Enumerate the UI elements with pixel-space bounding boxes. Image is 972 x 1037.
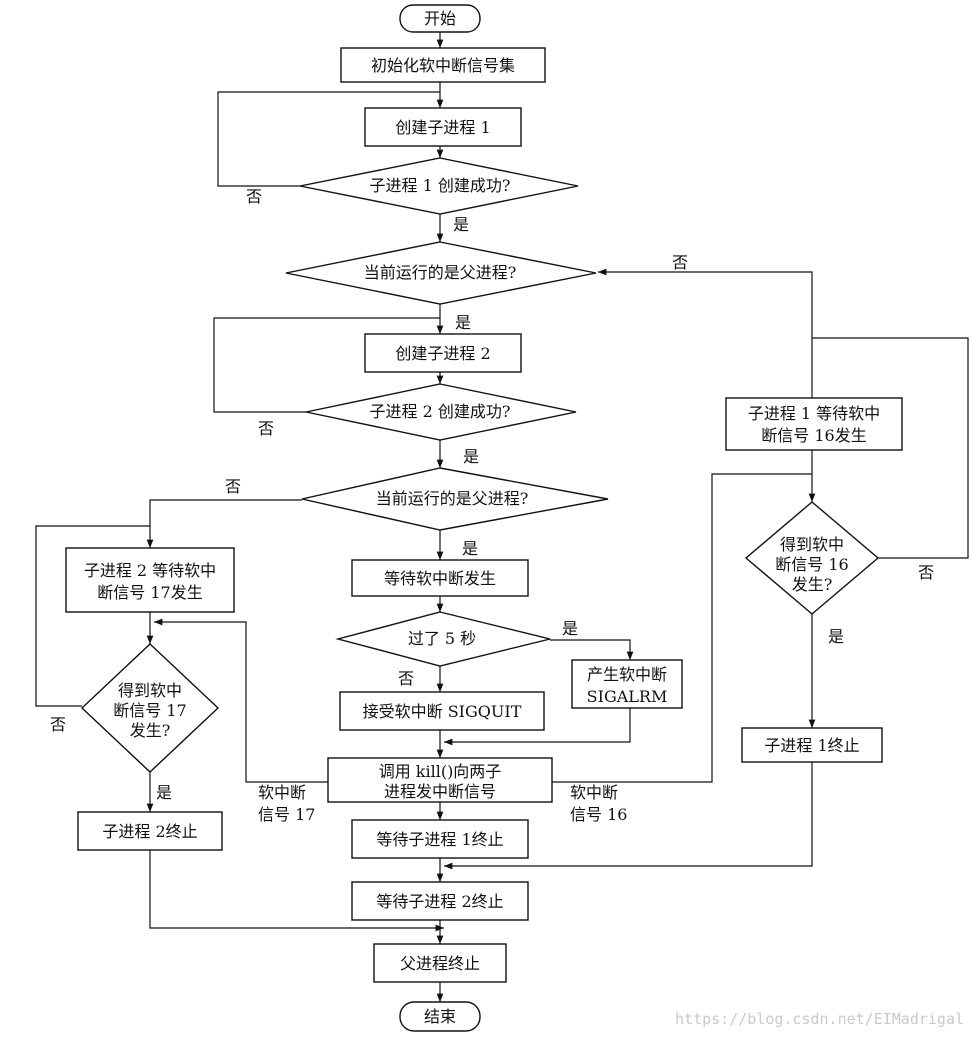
label-no-parent1: 否 — [672, 253, 688, 272]
label-yes-got16: 是 — [828, 627, 844, 646]
label-yes-5s: 是 — [562, 619, 578, 638]
init-label: 初始化软中断信号集 — [371, 56, 515, 75]
decision-is-parent-1: 当前运行的是父进程? — [285, 241, 597, 305]
connectors — [35, 32, 969, 1002]
got-sig17-line2: 断信号 17 — [113, 701, 186, 720]
edge-got16-no-loop — [812, 337, 969, 559]
node-wait-child2-end: 等待子进程 2终止 — [351, 881, 529, 921]
edge-5s-gen — [550, 639, 634, 660]
child1-wait-line2: 断信号 16发生 — [761, 426, 866, 445]
node-child1-wait-sig16: 子进程 1 等待软中 断信号 16发生 — [725, 397, 903, 451]
generate-sigalrm-line2: SIGALRM — [587, 687, 668, 706]
got-sig17-line3: 发生? — [130, 721, 171, 740]
decision-got-sig16: 得到软中 断信号 16 发生? — [744, 501, 880, 615]
node-start: 开始 — [399, 4, 481, 33]
got-sig16-line3: 发生? — [792, 575, 833, 594]
label-sig16-line1: 软中断 — [570, 783, 618, 802]
node-child2-end: 子进程 2终止 — [77, 811, 223, 851]
node-init: 初始化软中断信号集 — [340, 47, 546, 83]
got-sig16-line1: 得到软中 — [780, 535, 844, 554]
create-child2-label: 创建子进程 2 — [395, 344, 490, 363]
decision-passed-5s: 过了 5 秒 — [335, 611, 551, 667]
watermark: https://blog.csdn.net/EIMadrigal — [675, 1010, 964, 1028]
label-sig17-line2: 信号 17 — [258, 805, 315, 824]
label-yes-got17: 是 — [156, 783, 172, 802]
child2-wait-line2: 断信号 17发生 — [97, 583, 202, 602]
label-sig16-line2: 信号 16 — [570, 805, 627, 824]
edge-loop-c1-retry — [217, 91, 440, 187]
edge-c2end-merge — [149, 850, 444, 932]
label-no-parent2: 否 — [225, 477, 241, 496]
edge-sig17 — [154, 618, 328, 783]
edge-loop-c2-retry — [213, 317, 440, 413]
create-child1-label: 创建子进程 1 — [395, 118, 490, 137]
label-yes-c2: 是 — [463, 447, 479, 466]
node-generate-sigalrm: 产生软中断 SIGALRM — [571, 659, 683, 709]
node-child2-wait-sig17: 子进程 2 等待软中 断信号 17发生 — [65, 547, 235, 613]
call-kill-line1: 调用 kill()向两子 — [379, 762, 502, 781]
edge-parent2-no-left — [146, 499, 302, 548]
node-create-child2: 创建子进程 2 — [364, 333, 522, 373]
label-yes-c1: 是 — [453, 215, 469, 234]
edge-got17-no-loop — [35, 525, 150, 707]
wait-interrupt-label: 等待软中断发生 — [384, 569, 496, 588]
decision-is-parent-2: 当前运行的是父进程? — [301, 467, 609, 531]
decision-got-sig17: 得到软中 断信号 17 发生? — [80, 643, 220, 773]
label-no-5s: 否 — [398, 669, 414, 688]
edge-sig16 — [552, 473, 812, 783]
child1-created-label: 子进程 1 创建成功? — [370, 176, 511, 195]
start-label: 开始 — [424, 9, 456, 28]
child1-wait-line1: 子进程 1 等待软中 — [748, 404, 880, 423]
generate-sigalrm-line1: 产生软中断 — [587, 665, 667, 684]
label-no-c2: 否 — [258, 419, 274, 438]
passed-5s-label: 过了 5 秒 — [408, 629, 476, 648]
node-wait-child1-end: 等待子进程 1终止 — [351, 819, 529, 859]
wait-child1-end-label: 等待子进程 1终止 — [376, 830, 503, 849]
is-parent-2-label: 当前运行的是父进程? — [376, 489, 529, 508]
got-sig17-line1: 得到软中 — [118, 681, 182, 700]
edge-labels: 否 是 否 是 否 是 否 是 是 否 否 是 否 是 软中断 信号 17 软中… — [50, 187, 934, 824]
receive-sigquit-label: 接受软中断 SIGQUIT — [363, 702, 522, 721]
label-sig17-line1: 软中断 — [258, 783, 306, 802]
is-parent-1-label: 当前运行的是父进程? — [364, 263, 517, 282]
node-receive-sigquit: 接受软中断 SIGQUIT — [339, 691, 545, 731]
got-sig16-line2: 断信号 16 — [775, 555, 848, 574]
decision-child2-created: 子进程 2 创建成功? — [305, 383, 577, 441]
decision-child1-created: 子进程 1 创建成功? — [299, 157, 579, 215]
child1-end-label: 子进程 1终止 — [764, 736, 859, 755]
child2-wait-line1: 子进程 2 等待软中 — [84, 561, 216, 580]
label-no-got16: 否 — [918, 563, 934, 582]
child2-created-label: 子进程 2 创建成功? — [370, 402, 511, 421]
end-label: 结束 — [424, 1007, 456, 1026]
node-parent-end: 父进程终止 — [373, 943, 507, 983]
label-no-c1: 否 — [246, 187, 262, 206]
edge-c1end-merge — [444, 762, 813, 870]
node-wait-interrupt: 等待软中断发生 — [351, 559, 529, 597]
label-yes-parent2: 是 — [462, 539, 478, 558]
child2-end-label: 子进程 2终止 — [102, 822, 197, 841]
node-call-kill: 调用 kill()向两子 进程发中断信号 — [327, 757, 553, 803]
call-kill-line2: 进程发中断信号 — [384, 782, 496, 801]
edge-parent1-no-right — [598, 268, 813, 398]
node-end: 结束 — [399, 1001, 481, 1032]
parent-end-label: 父进程终止 — [400, 954, 480, 973]
node-child1-end: 子进程 1终止 — [741, 727, 883, 763]
wait-child2-end-label: 等待子进程 2终止 — [376, 892, 503, 911]
label-yes-parent1: 是 — [455, 313, 471, 332]
edge-gen-merge — [444, 708, 631, 746]
node-create-child1: 创建子进程 1 — [364, 107, 522, 147]
label-no-got17: 否 — [50, 715, 66, 734]
